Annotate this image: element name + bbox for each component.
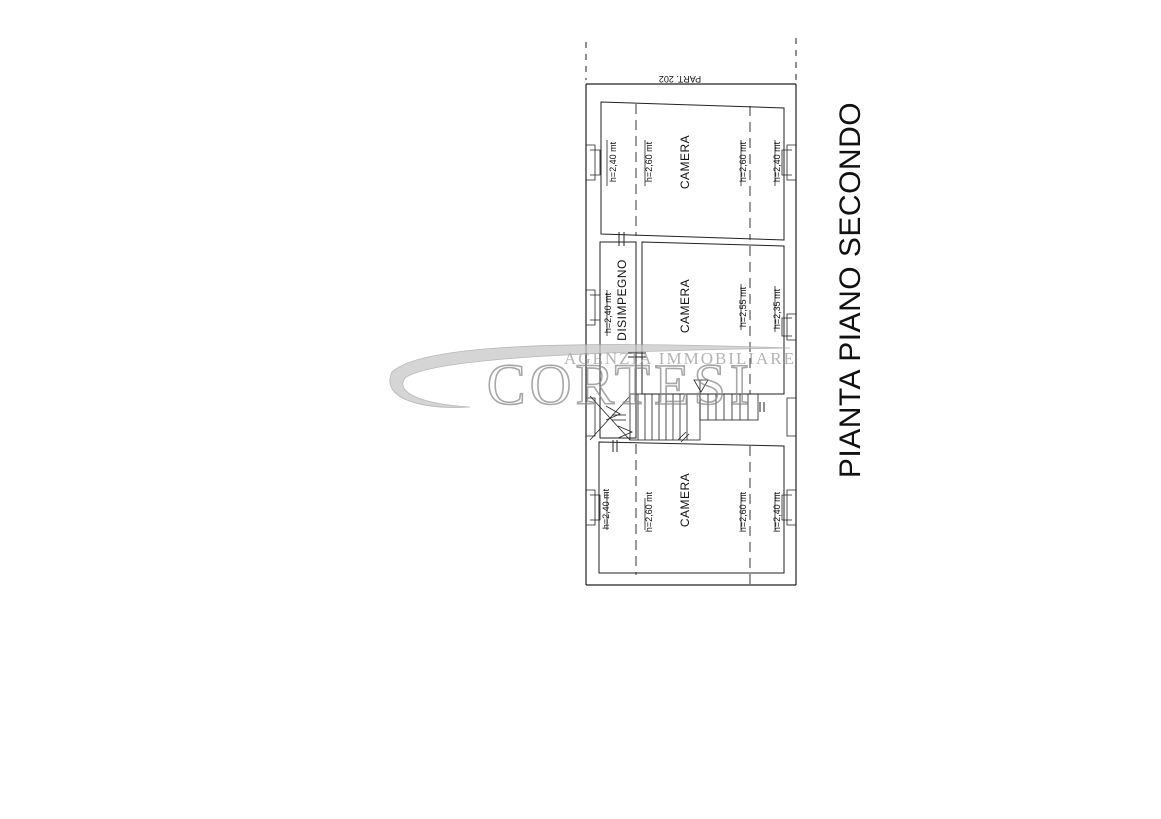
watermark-line2: CORTESI [487, 352, 753, 417]
height-label: h=2,60 mt [644, 491, 654, 532]
outer-walls [585, 83, 797, 586]
height-zone-lines [635, 104, 751, 585]
room-camera-top [600, 101, 785, 241]
height-label: h=2,60 mt [644, 141, 654, 182]
room-label-camera-top: CAMERA [678, 135, 692, 189]
room-camera-mid [641, 241, 785, 395]
height-label: h=2,40 mt [608, 141, 618, 182]
room-label-disimpegno: DISIMPEGNO [615, 259, 629, 341]
height-label: h=2,55 mt [738, 286, 748, 327]
height-ticks [606, 140, 776, 530]
door-marks [612, 232, 765, 452]
height-label: h=2,40 mt [772, 491, 782, 532]
room-label-camera-mid: CAMERA [678, 279, 692, 333]
height-label: h=2,60 mt [738, 141, 748, 182]
parcel-label: PART. 202 [659, 74, 701, 84]
height-label: h=2,40 mt [601, 488, 611, 529]
plan-title: PIANTA PIANO SECONDO [834, 102, 867, 478]
height-label: h=2,40 mt [603, 292, 613, 333]
agency-watermark: AGENZIA IMMOBILIARE CORTESI [389, 344, 796, 418]
boundary-lines [585, 38, 797, 80]
window-symbols [586, 144, 796, 526]
height-label: h=2,60 mt [738, 491, 748, 532]
room-camera-bottom [598, 441, 785, 574]
watermark-line1: AGENZIA IMMOBILIARE [564, 349, 796, 368]
height-label: h=2,40 mt [772, 141, 782, 182]
room-label-camera-bottom: CAMERA [678, 473, 692, 527]
staircase [589, 379, 759, 443]
height-label: h=2,35 mt [772, 288, 782, 329]
